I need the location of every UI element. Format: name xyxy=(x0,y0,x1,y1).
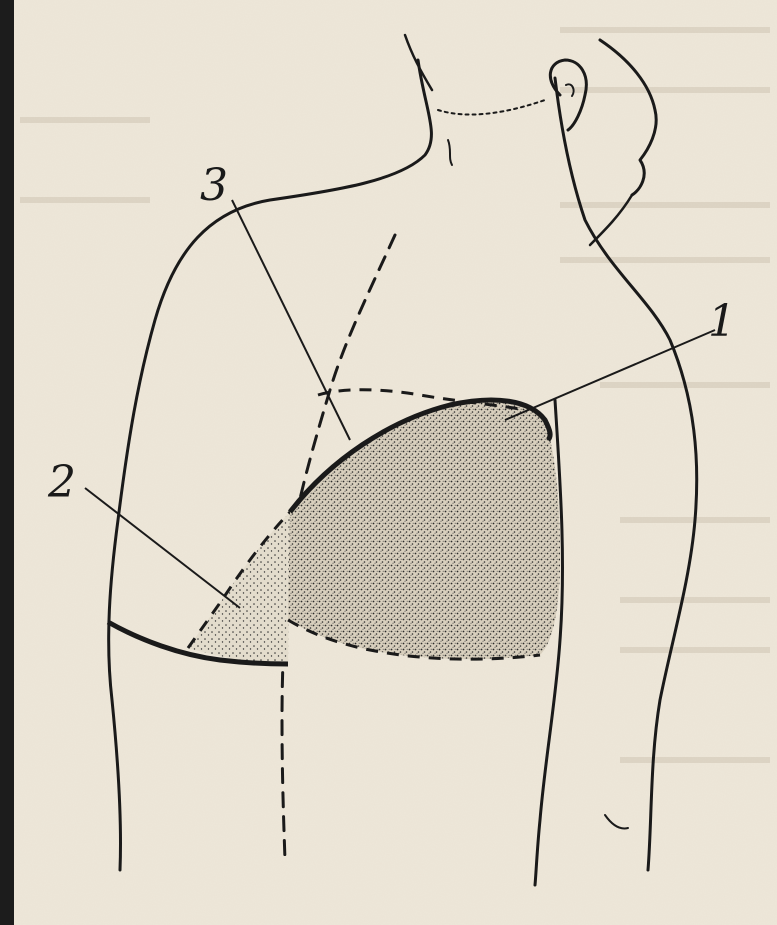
label-2: 2 xyxy=(47,457,76,508)
label-3: 3 xyxy=(200,160,228,211)
label-1: 1 xyxy=(708,296,736,347)
